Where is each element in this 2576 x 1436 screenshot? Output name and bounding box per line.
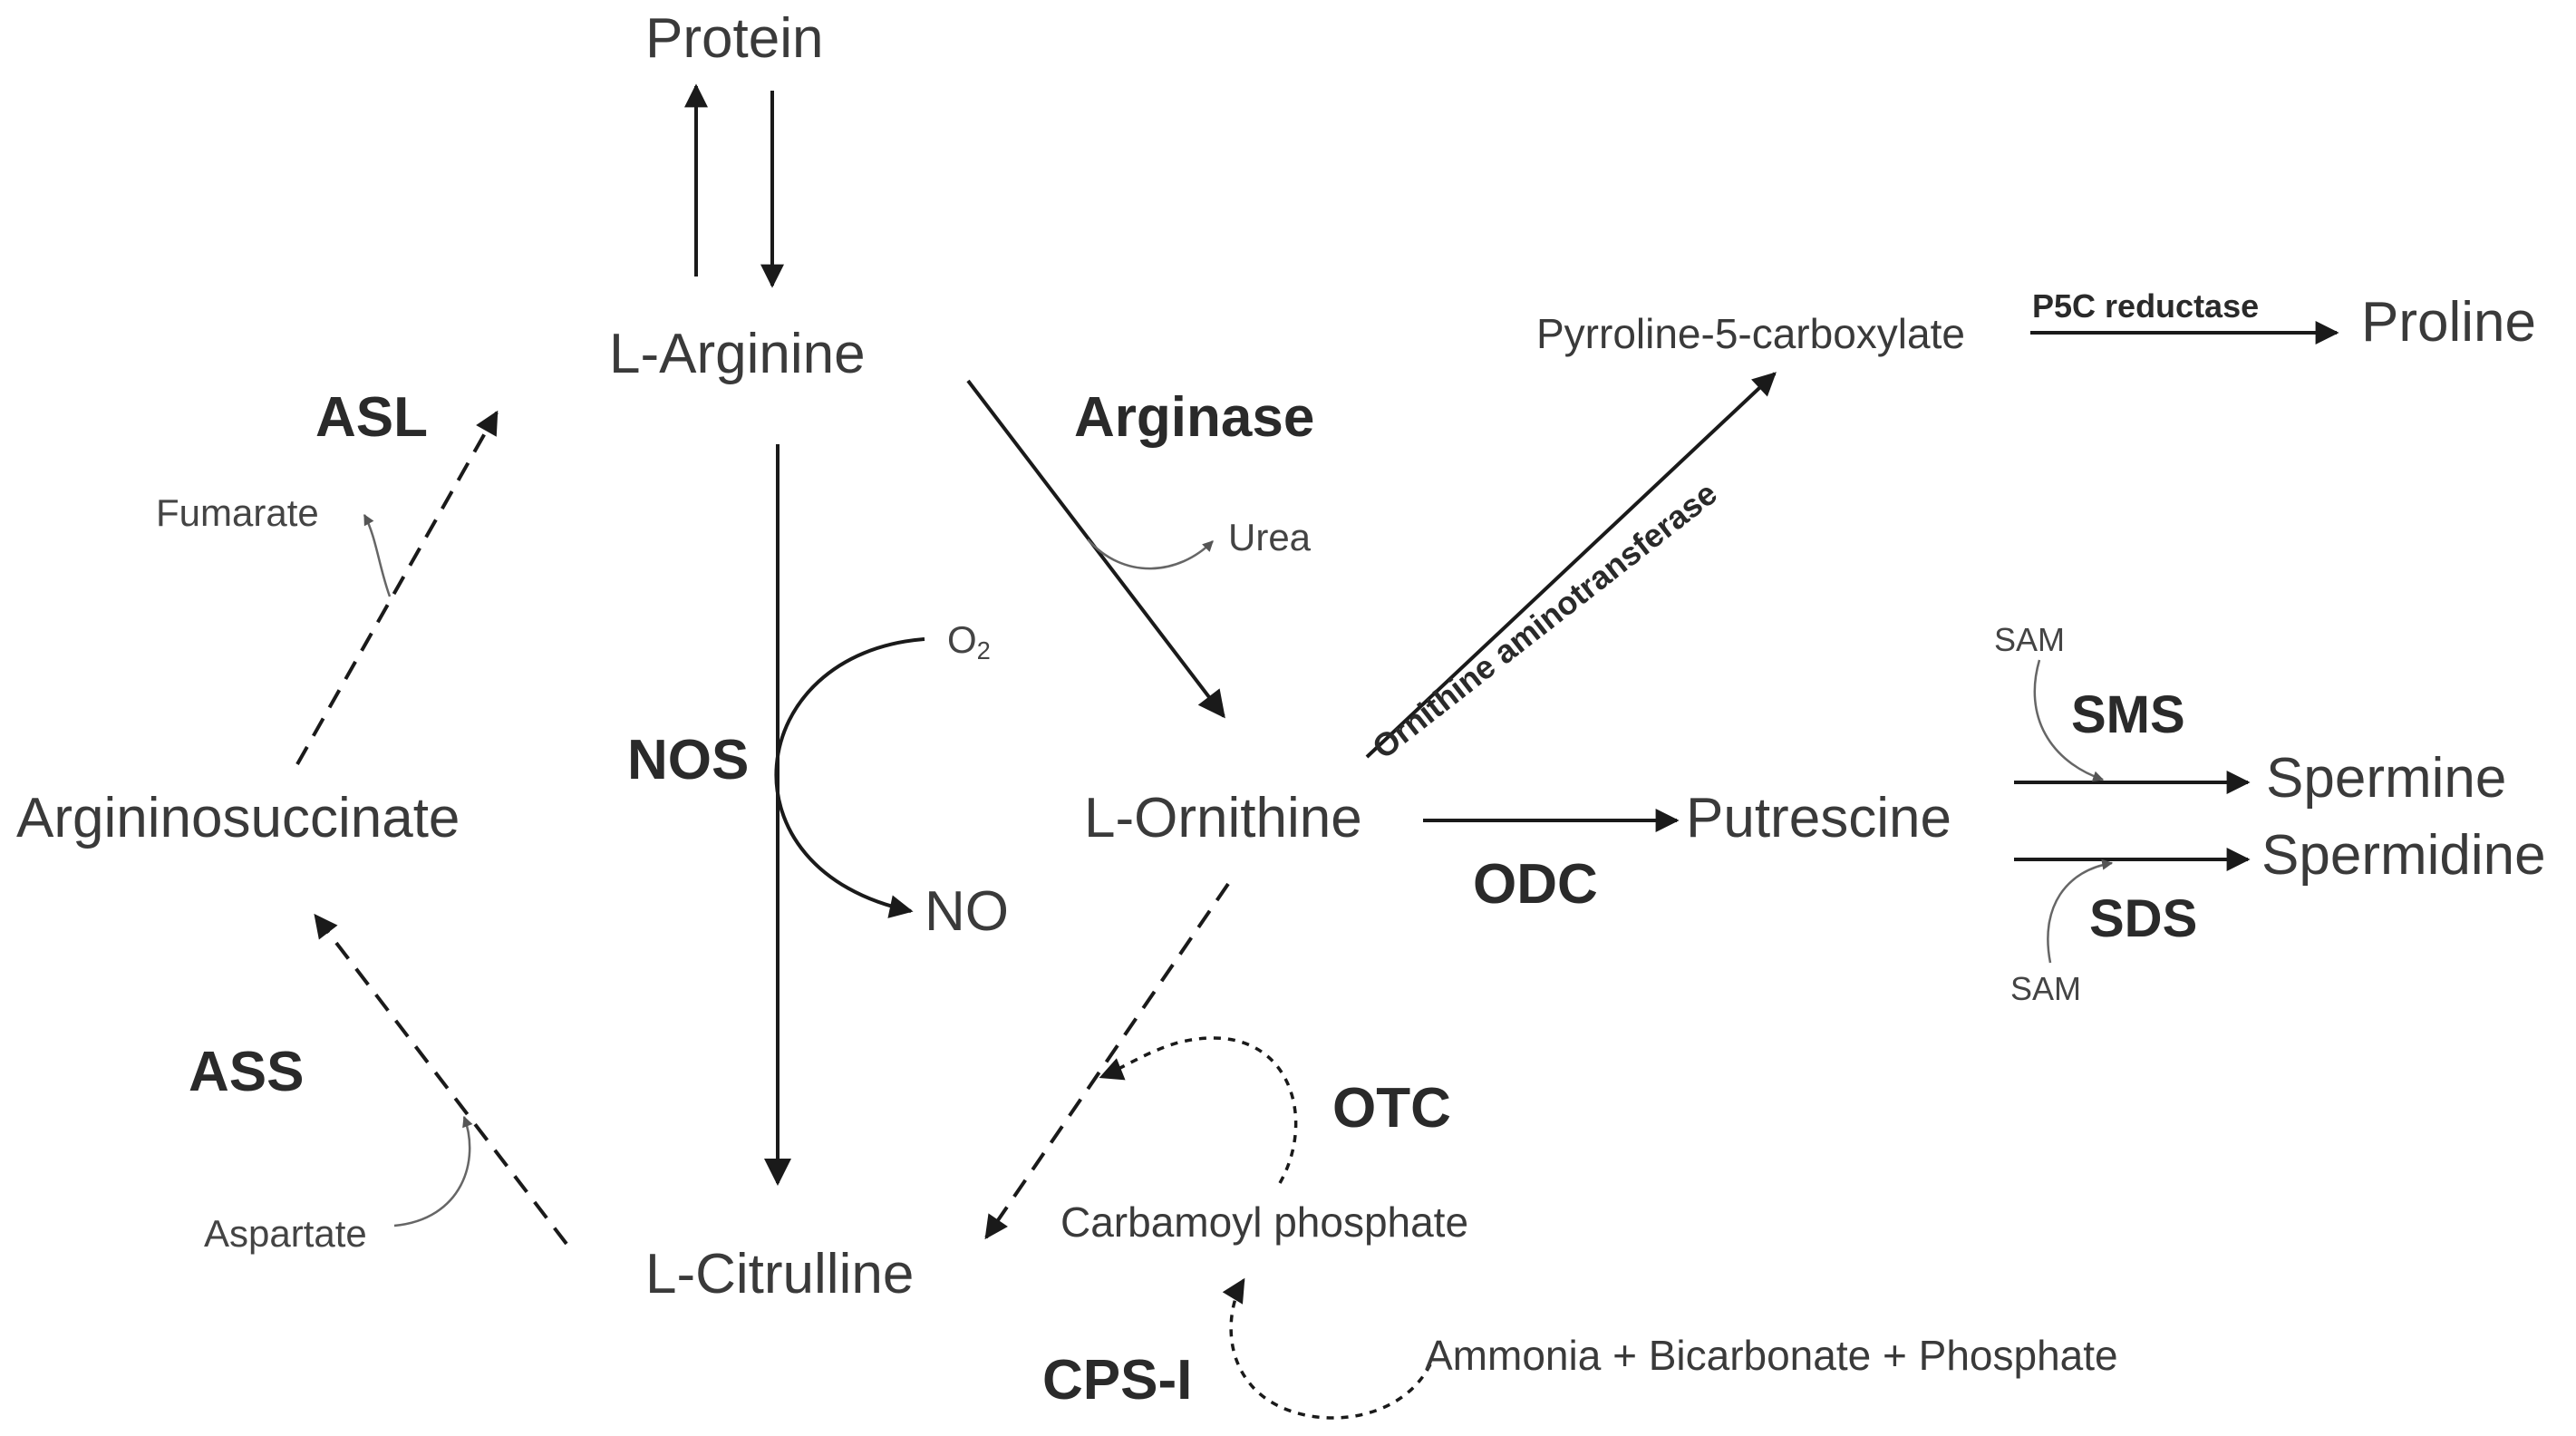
arrow-citrulline-to-argininosuccinate	[314, 913, 568, 1246]
metabolite-carbamoyl-phosphate: Carbamoyl phosphate	[1060, 1198, 1469, 1246]
enzyme-sms: SMS	[2071, 685, 2185, 744]
o2-subscript: 2	[976, 636, 991, 665]
arrow-urea	[1087, 538, 1214, 570]
arrow-sam-bottom	[2047, 859, 2114, 964]
cofactor-aspartate: Aspartate	[204, 1212, 367, 1255]
metabolite-proline: Proline	[2361, 291, 2536, 354]
arrow-fumarate	[363, 513, 392, 597]
metabolite-putrescine: Putrescine	[1686, 787, 1951, 849]
arrow-aspartate	[393, 1115, 473, 1227]
arrow-carbamoyl-phosphate-otc	[1099, 1036, 1298, 1184]
cofactor-sam-bottom: SAM	[2010, 970, 2082, 1007]
metabolite-l-citrulline: L-Citrulline	[645, 1243, 915, 1305]
enzyme-sds: SDS	[2089, 889, 2198, 948]
metabolite-argininosuccinate: Argininosuccinate	[16, 787, 460, 849]
arrow-argininosuccinate-to-arginine	[295, 410, 499, 765]
arrow-ornithine-to-p5c	[1365, 372, 1777, 759]
arrow-o2-to-no	[774, 637, 925, 918]
enzyme-asl: ASL	[315, 386, 428, 449]
cofactor-urea: Urea	[1228, 516, 1312, 558]
metabolite-spermidine: Spermidine	[2261, 824, 2546, 887]
enzyme-nos: NOS	[627, 729, 750, 791]
metabolite-protein: Protein	[645, 7, 824, 70]
metabolite-ammonia-bicarbonate-phosphate: Ammonia + Bicarbonate + Phosphate	[1425, 1332, 2118, 1379]
cofactor-o2: O2	[947, 621, 991, 663]
arrow-ornithine-to-citrulline	[984, 882, 1230, 1240]
metabolite-l-ornithine: L-Ornithine	[1084, 787, 1362, 849]
metabolite-l-arginine: L-Arginine	[609, 323, 866, 385]
arrow-ammonia-to-carbamoyl	[1222, 1277, 1432, 1420]
metabolite-no: NO	[925, 880, 1009, 943]
cofactor-sam-top: SAM	[1994, 621, 2066, 658]
o2-base: O	[947, 618, 977, 661]
enzyme-arginase: Arginase	[1074, 386, 1315, 449]
enzyme-ass: ASS	[189, 1041, 305, 1103]
enzyme-odc: ODC	[1473, 853, 1598, 916]
cofactor-fumarate: Fumarate	[156, 491, 319, 534]
enzyme-otc: OTC	[1332, 1077, 1451, 1140]
metabolite-spermine: Spermine	[2266, 747, 2507, 810]
enzyme-cps-i: CPS-I	[1042, 1349, 1193, 1412]
metabolite-pyrroline-5-carboxylate: Pyrroline-5-carboxylate	[1536, 310, 1965, 357]
enzyme-p5c-reductase: P5C reductase	[2032, 287, 2260, 325]
arrow-sam-top	[2033, 659, 2105, 782]
